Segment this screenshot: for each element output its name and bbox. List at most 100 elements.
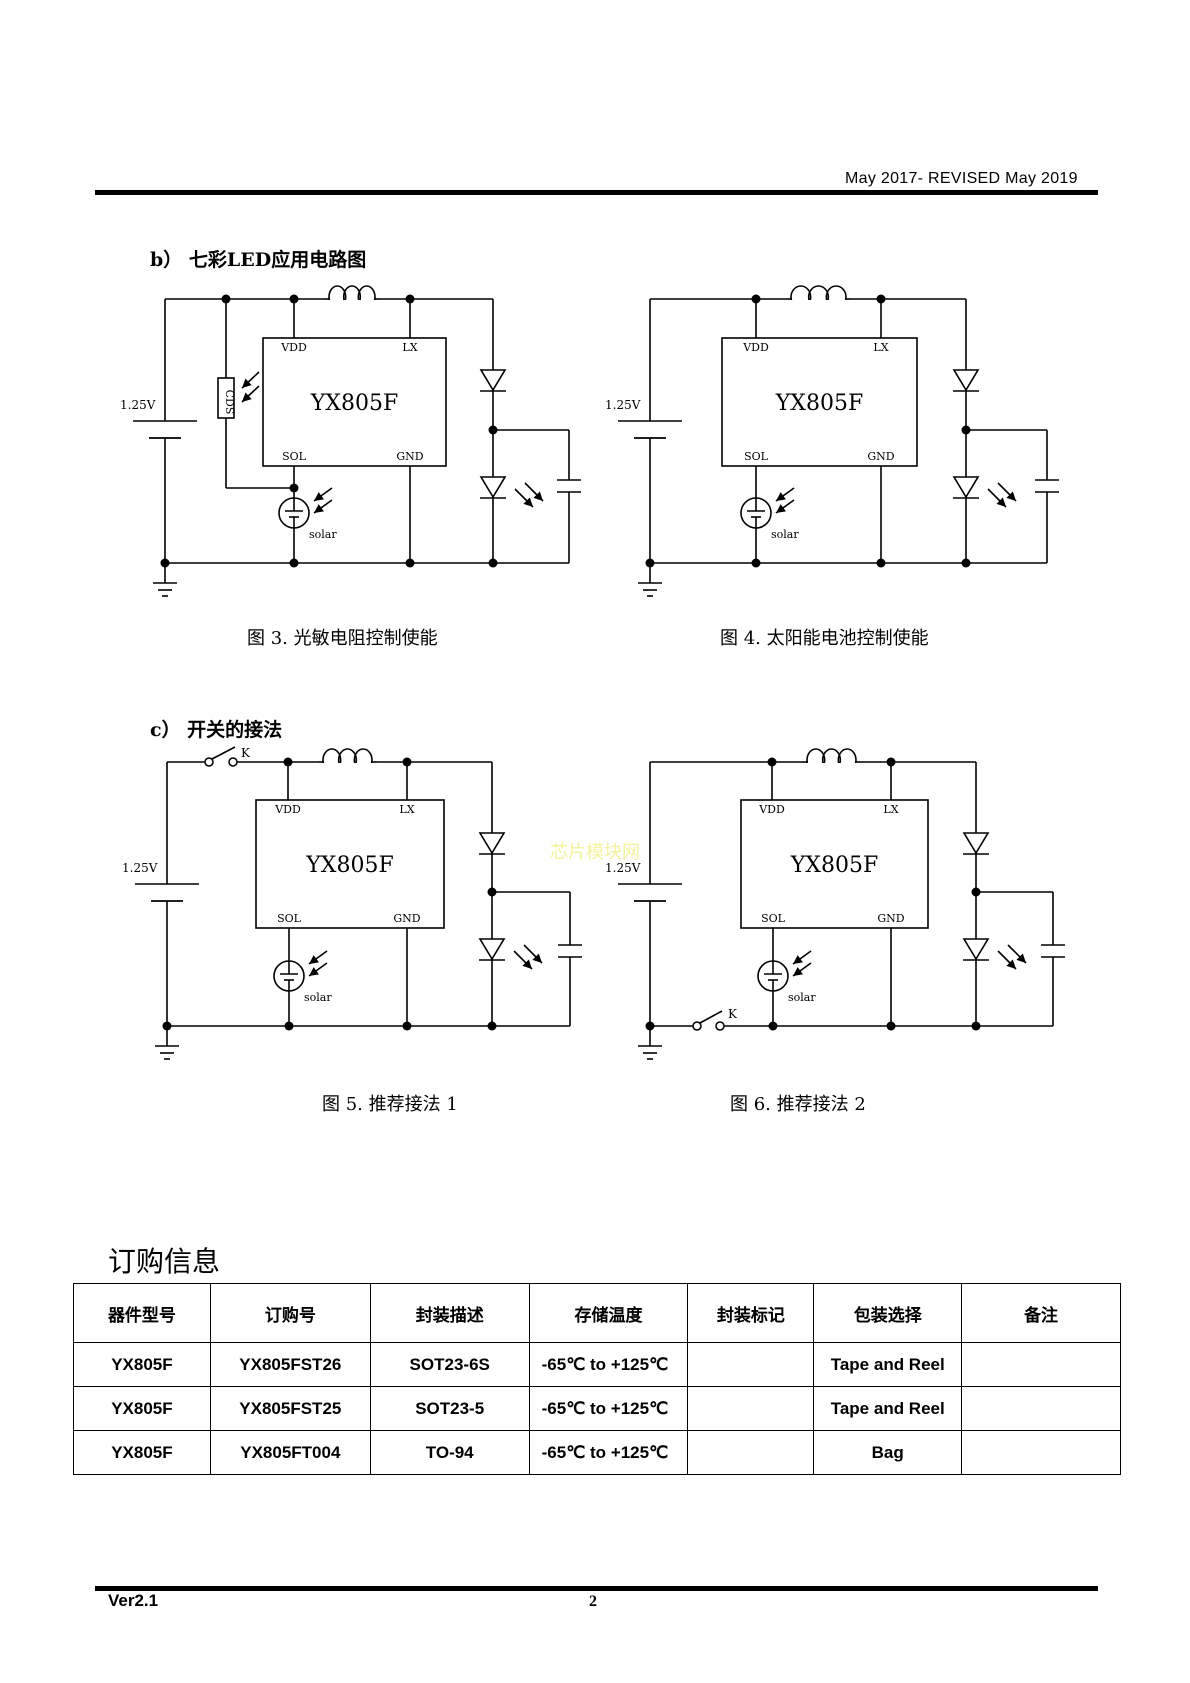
light-arrow-icon xyxy=(309,955,319,964)
chip-body xyxy=(262,337,447,467)
pin-label-vdd: VDD xyxy=(742,341,769,354)
solar-label: solar xyxy=(304,991,332,1004)
pin-label-vdd: VDD xyxy=(758,803,785,816)
led-emission-arrow-icon xyxy=(533,491,543,501)
table-cell: YX805FST25 xyxy=(209,1386,371,1431)
diode-triangle xyxy=(952,476,980,499)
table-cell: -65℃ to +125℃ xyxy=(528,1342,689,1387)
pin-label-vdd: VDD xyxy=(274,803,301,816)
light-arrow-icon xyxy=(776,492,786,501)
table-cell: SOT23-5 xyxy=(369,1386,530,1431)
diode-triangle xyxy=(478,832,506,855)
table-header-row: 器件型号订购号封装描述存储温度封装标记包装选择备注 xyxy=(73,1283,1121,1343)
light-arrow-icon xyxy=(242,392,252,402)
battery-icon xyxy=(133,420,197,439)
table-cell: SOT23-6S xyxy=(369,1342,530,1387)
table-cell: -65℃ to +125℃ xyxy=(528,1430,689,1475)
table-cell: YX805F xyxy=(73,1342,211,1387)
diode-triangle xyxy=(952,369,980,392)
ground-icon xyxy=(638,1045,662,1060)
watermark: 芯片模块网 xyxy=(550,842,640,863)
switch-contact xyxy=(692,1021,702,1031)
footer-version: Ver2.1 xyxy=(108,1591,159,1610)
table-header-cell: 封装描述 xyxy=(369,1283,530,1343)
battery-voltage-label: 1.25V xyxy=(120,398,156,412)
diode-icon xyxy=(478,832,506,855)
diode-icon xyxy=(478,938,506,961)
battery-icon xyxy=(135,883,199,902)
table-cell: YX805F xyxy=(73,1430,211,1475)
solar-label: solar xyxy=(788,991,816,1004)
solar-cell-icon xyxy=(740,487,795,529)
diode-triangle xyxy=(479,369,507,392)
cds-label: CDS xyxy=(223,390,236,415)
pin-label-gnd: GND xyxy=(877,912,904,925)
diode-icon xyxy=(479,476,507,499)
ground-icon xyxy=(153,582,177,597)
switch-contact xyxy=(228,757,238,767)
figure-6-caption: 图 6. 推荐接法 2 xyxy=(730,1094,866,1115)
diode-triangle xyxy=(479,476,507,499)
table-cell: YX805F xyxy=(73,1386,211,1431)
light-arrow-icon xyxy=(309,967,319,976)
pin-label-sol: SOL xyxy=(761,912,786,925)
light-arrow-icon xyxy=(314,492,324,501)
led-emission-arrow-icon xyxy=(523,497,533,507)
diode-icon xyxy=(952,369,980,392)
wire xyxy=(211,746,236,760)
light-arrow-icon xyxy=(242,378,252,388)
pin-label-vdd: VDD xyxy=(280,341,307,354)
pin-label-lx: LX xyxy=(402,341,417,354)
table-header-cell: 备注 xyxy=(961,1283,1121,1343)
table-cell xyxy=(961,1342,1121,1387)
page-number: 2 xyxy=(589,1593,597,1610)
header-rule xyxy=(95,190,1098,195)
pin-label-gnd: GND xyxy=(867,450,894,463)
pin-label-gnd: GND xyxy=(396,450,423,463)
inductor-icon xyxy=(802,748,861,775)
junction-dot xyxy=(289,483,299,493)
table-cell: Tape and Reel xyxy=(813,1342,963,1387)
capacitor-icon xyxy=(1041,944,1065,958)
capacitor-icon xyxy=(557,479,581,493)
table-cell xyxy=(961,1430,1121,1475)
table-cell: Tape and Reel xyxy=(813,1386,963,1431)
diode-triangle xyxy=(478,938,506,961)
table-cell xyxy=(961,1386,1121,1431)
pin-label-lx: LX xyxy=(399,803,414,816)
inductor-mask xyxy=(806,763,857,775)
table-header-cell: 包装选择 xyxy=(813,1283,963,1343)
chip-body xyxy=(255,799,445,929)
battery-voltage-label: 1.25V xyxy=(122,861,158,875)
table-cell xyxy=(687,1386,815,1431)
switch-label: K xyxy=(241,746,251,760)
table-cell: YX805FT004 xyxy=(209,1430,371,1475)
pin-label-sol: SOL xyxy=(744,450,769,463)
light-arrow-icon xyxy=(793,967,803,976)
diode-triangle xyxy=(962,832,990,855)
diode-icon xyxy=(962,832,990,855)
led-emission-arrow-icon xyxy=(1006,491,1016,501)
battery-icon xyxy=(618,420,682,439)
table-header-cell: 存储温度 xyxy=(528,1283,689,1343)
diode-triangle xyxy=(962,938,990,961)
diode-icon xyxy=(479,369,507,392)
capacitor-icon xyxy=(1035,479,1059,493)
ordering-title: 订购信息 xyxy=(108,1245,221,1278)
chip-name: YX805F xyxy=(790,853,878,878)
pin-label-sol: SOL xyxy=(282,450,307,463)
ground-icon xyxy=(638,582,662,597)
capacitor-icon xyxy=(558,944,582,958)
table-cell: -65℃ to +125℃ xyxy=(528,1386,689,1431)
chip-body xyxy=(721,337,918,467)
pin-label-gnd: GND xyxy=(393,912,420,925)
table-header-cell: 器件型号 xyxy=(73,1283,211,1343)
switch-contact xyxy=(204,757,214,767)
diode-icon xyxy=(962,938,990,961)
solar-label: solar xyxy=(771,528,799,541)
